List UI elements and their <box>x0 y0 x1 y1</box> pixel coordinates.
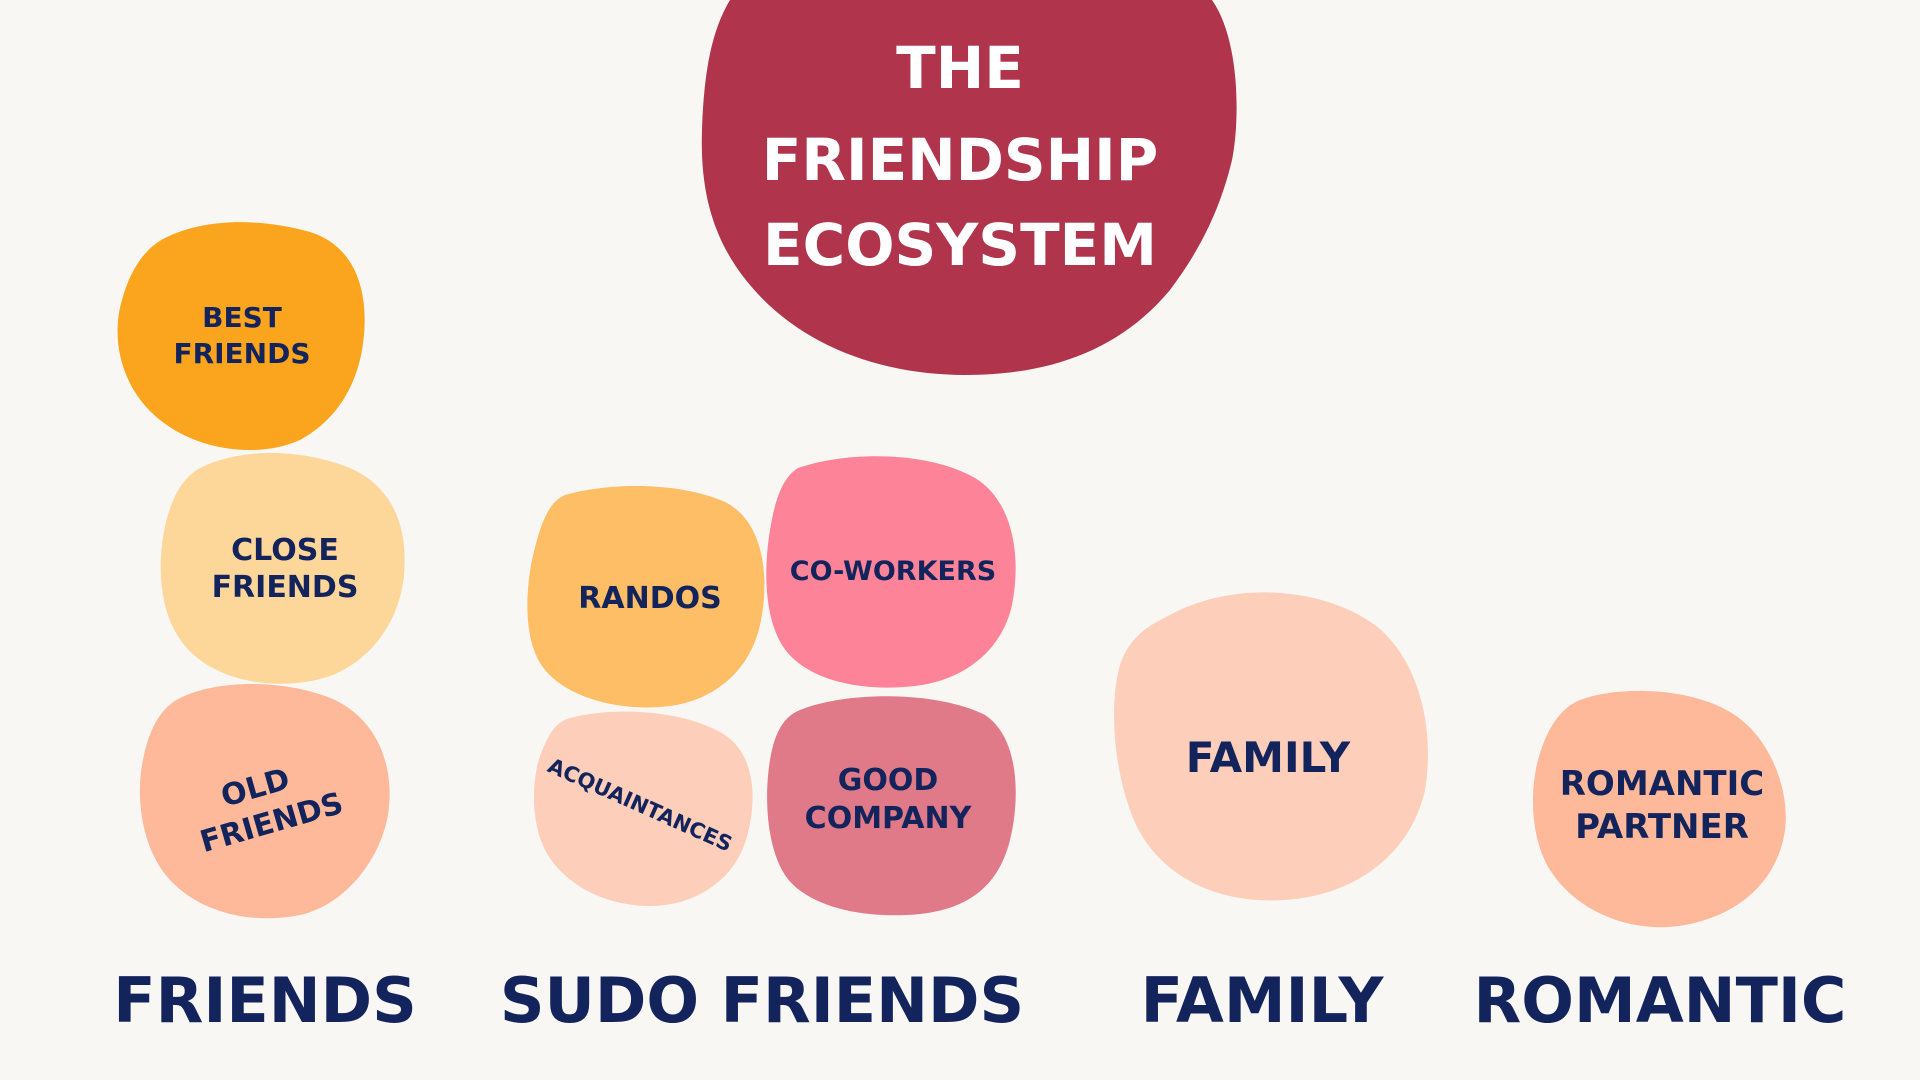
blob-shape <box>767 696 1016 916</box>
blob-best-friends: BEST FRIENDS <box>117 222 365 451</box>
blob-good-company: GOOD COMPANY <box>767 696 1016 916</box>
blob-randos: RANDOS <box>527 485 765 708</box>
blob-acquaintances: ACQUAINTANCES <box>533 711 753 906</box>
blob-label-line: CLOSE <box>231 533 339 568</box>
title-line-1: THE <box>896 34 1024 102</box>
blob-family: FAMILY <box>1114 592 1428 901</box>
blob-label-line: FAMILY <box>1186 733 1351 782</box>
category-label-sudo-friends: SUDO FRIENDS <box>500 964 1024 1037</box>
blob-romantic-partner: ROMANTIC PARTNER <box>1533 690 1786 928</box>
blob-shape <box>533 711 753 906</box>
title-group: THE FRIENDSHIP ECOSYSTEM <box>701 0 1237 375</box>
blob-label-line: BEST <box>202 301 282 334</box>
category-label-romantic: ROMANTIC <box>1474 964 1847 1037</box>
blob-co-workers: CO-WORKERS <box>766 456 1016 688</box>
blob-shape <box>1114 592 1428 901</box>
blob-old-friends: OLD FRIENDS <box>139 683 390 919</box>
blob-shape <box>1533 690 1786 928</box>
title-blob <box>701 0 1237 375</box>
blob-shape <box>139 683 390 919</box>
category-label-family: FAMILY <box>1141 964 1385 1037</box>
blob-label-line: FRIENDS <box>173 337 310 370</box>
blob-close-friends: CLOSE FRIENDS <box>160 453 405 684</box>
blob-shape <box>766 456 1016 688</box>
blob-shape <box>160 453 405 684</box>
blob-shape <box>117 222 365 451</box>
blob-label-line: COMPANY <box>805 801 973 836</box>
blob-label-line: RANDOS <box>578 581 721 616</box>
title-line-2: FRIENDSHIP <box>762 126 1159 194</box>
title-line-3: ECOSYSTEM <box>763 211 1157 279</box>
blob-label-line: FRIENDS <box>212 570 359 605</box>
blob-label-line: PARTNER <box>1575 807 1749 847</box>
category-label-friends: FRIENDS <box>113 964 417 1037</box>
blob-label-line: CO-WORKERS <box>790 556 996 587</box>
blob-shape <box>527 485 765 708</box>
blob-label-line: ROMANTIC <box>1560 764 1764 804</box>
blob-label-line: GOOD <box>838 763 939 798</box>
